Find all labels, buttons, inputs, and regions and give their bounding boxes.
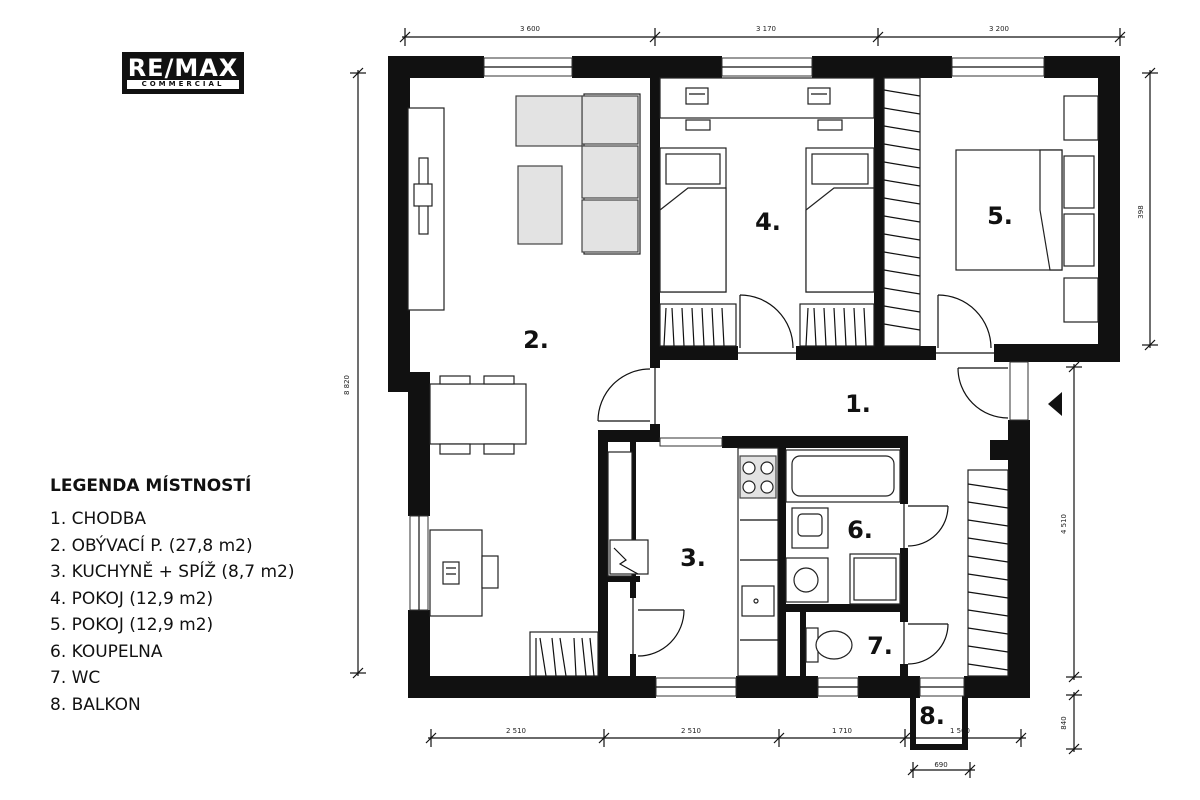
room-5-furniture <box>883 77 1099 347</box>
dim-balcony: 690 <box>934 761 947 769</box>
room-label-5: 5. <box>987 202 1013 230</box>
remax-logo: RE/MAX COMMERCIAL <box>122 52 244 94</box>
room-label-3: 3. <box>680 544 706 572</box>
doors <box>597 294 1009 665</box>
legend-title: LEGENDA MÍSTNOSTÍ <box>50 476 252 496</box>
dim-right-top: 398 <box>1137 205 1145 218</box>
bathroom-furniture <box>785 449 1009 677</box>
windows <box>409 57 1045 697</box>
logo-wordmark: RE/MAX <box>127 54 239 82</box>
legend-item-balkon: 8. BALKON <box>50 694 141 715</box>
legend-item-obyvaci: 2. OBÝVACÍ P. (27,8 m2) <box>50 535 253 556</box>
room-label-8: 8. <box>919 702 945 730</box>
room-label-1: 1. <box>845 390 871 418</box>
room-label-2: 2. <box>523 326 549 354</box>
legend-item-koupelna: 6. KOUPELNA <box>50 641 163 662</box>
logo-subtitle: COMMERCIAL <box>127 80 239 89</box>
dim-left: 8 820 <box>343 375 351 395</box>
legend-item-wc: 7. WC <box>50 668 101 688</box>
dim-bottom-4: 1 500 <box>950 727 970 735</box>
walls <box>388 56 1120 750</box>
legend-item-kuchyne: 3. KUCHYNĚ + SPÍŽ (8,7 m2) <box>50 562 295 582</box>
legend-item-pokoj-4: 4. POKOJ (12,9 m2) <box>50 588 214 609</box>
room-label-6: 6. <box>847 516 873 544</box>
dimension-lines: 3 600 3 170 3 200 8 820 398 4 510 840 <box>343 25 1158 778</box>
dim-top-2: 3 170 <box>756 25 776 33</box>
entrance-arrow-icon <box>1048 392 1062 416</box>
living-room-furniture <box>407 93 641 677</box>
dim-right-bottom: 840 <box>1060 716 1068 729</box>
dim-right-mid: 4 510 <box>1060 514 1068 534</box>
room-4-furniture <box>659 77 875 347</box>
legend-item-chodba: 1. CHODBA <box>50 509 147 529</box>
dim-top-1: 3 600 <box>520 25 540 33</box>
room-label-7: 7. <box>867 632 893 660</box>
room-label-4: 4. <box>755 208 781 236</box>
dim-bottom-1: 2 510 <box>506 727 526 735</box>
dim-bottom-3: 1 710 <box>832 727 852 735</box>
room-legend: LEGENDA MÍSTNOSTÍ 1. CHODBA 2. OBÝVACÍ P… <box>50 476 295 718</box>
dim-top-3: 3 200 <box>989 25 1009 33</box>
kitchen-furniture <box>607 447 779 677</box>
dim-bottom-2: 2 510 <box>681 727 701 735</box>
legend-item-pokoj-5: 5. POKOJ (12,9 m2) <box>50 615 214 635</box>
